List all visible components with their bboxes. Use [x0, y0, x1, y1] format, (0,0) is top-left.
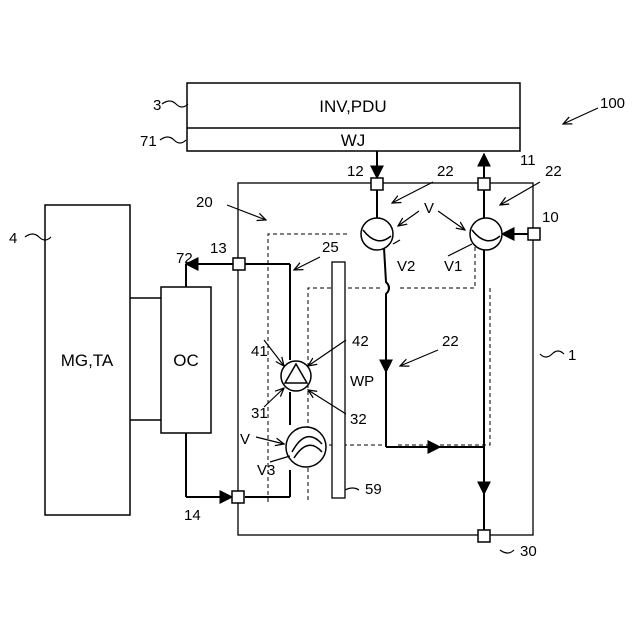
ref-42: 42	[352, 333, 369, 350]
mg-oc-connections	[130, 298, 161, 420]
label-v3: V3	[257, 462, 275, 479]
port-12	[371, 178, 383, 190]
ref-1: 1	[568, 347, 576, 364]
ref-22-a: 22	[437, 163, 454, 180]
ref-71: 71	[140, 133, 157, 150]
valve-control-dashed-2	[397, 288, 490, 445]
plate-59	[332, 262, 345, 498]
oc-block: OC	[161, 287, 211, 433]
ref-13: 13	[210, 240, 227, 257]
ref-100: 100	[600, 95, 625, 112]
ref-41: 41	[251, 343, 268, 360]
valve-v2	[361, 218, 393, 250]
ref-59: 59	[365, 481, 382, 498]
ref-30: 30	[520, 543, 537, 560]
ref-25: 25	[322, 239, 339, 256]
ref-14: 14	[184, 507, 201, 524]
ref-3: 3	[153, 97, 161, 114]
ref-20: 20	[196, 194, 213, 211]
label-v-top: V	[424, 200, 434, 217]
label-v1: V1	[444, 258, 462, 275]
label-wp: WP	[350, 373, 374, 390]
port-14	[232, 491, 244, 503]
ref-22-c: 22	[442, 333, 459, 350]
ref-31: 31	[251, 405, 268, 422]
label-v-left: V	[240, 431, 250, 448]
mg-ta-label: MG,TA	[61, 351, 114, 370]
port-11	[478, 178, 490, 190]
port-10	[528, 228, 540, 240]
mg-ta-block: MG,TA	[45, 205, 130, 515]
ref-4: 4	[9, 230, 17, 247]
ref-32: 32	[350, 411, 367, 428]
ref-72: 72	[176, 250, 193, 267]
ref-10: 10	[542, 209, 559, 226]
label-v2: V2	[397, 258, 415, 275]
inv-pdu-block: INV,PDU WJ	[187, 83, 520, 151]
valve-v1	[470, 218, 502, 250]
pointer-arrows	[227, 108, 598, 462]
port-30	[478, 530, 490, 542]
oc-label: OC	[173, 351, 199, 370]
ref-11: 11	[520, 152, 536, 169]
inv-pdu-label: INV,PDU	[319, 97, 386, 116]
ref-22-b: 22	[545, 163, 562, 180]
wj-label: WJ	[341, 131, 366, 150]
ref-12: 12	[347, 163, 364, 180]
pump-wp	[281, 361, 311, 391]
port-13	[233, 258, 245, 270]
valve-v3	[286, 427, 326, 467]
